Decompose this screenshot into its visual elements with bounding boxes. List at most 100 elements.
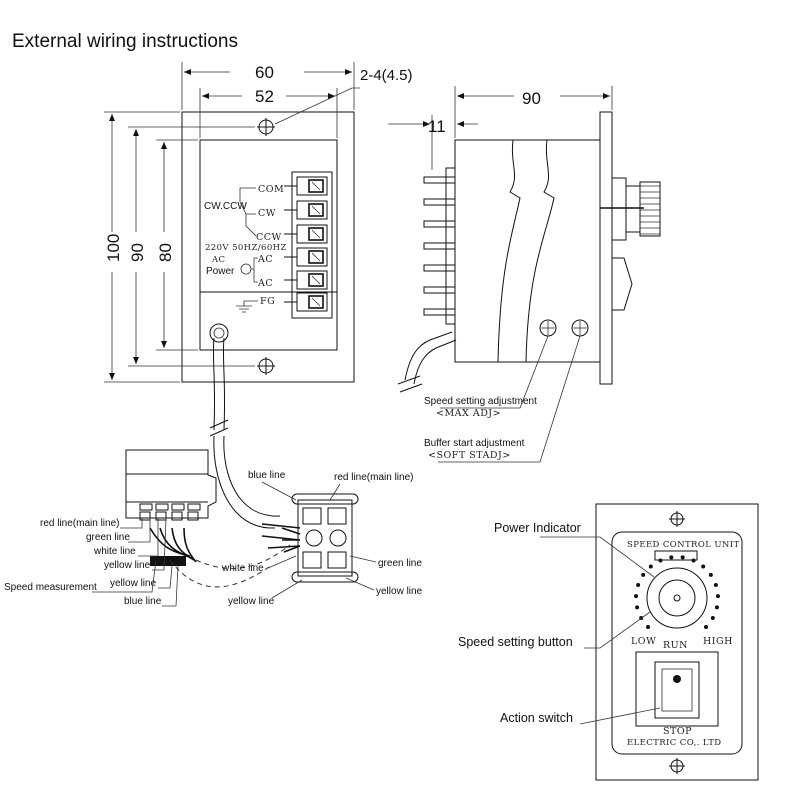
speed-dial-knob[interactable] bbox=[658, 579, 696, 617]
callout-speed-button: Speed setting button bbox=[458, 635, 573, 649]
cable-break bbox=[209, 419, 229, 437]
label-red-line-main: red line(main line) bbox=[40, 518, 119, 529]
mount-hole-bottom bbox=[257, 357, 275, 375]
front-view: COM CW CCW AC AC FG 220V 50HZ/60HZ AC Po… bbox=[104, 62, 413, 437]
label-green-line: green line bbox=[86, 532, 130, 543]
leader-buffer-adj bbox=[438, 335, 581, 463]
callout-action-switch: Action switch bbox=[500, 711, 573, 725]
terminal-label-ccw: CCW bbox=[256, 232, 282, 243]
sensor-pin-2 bbox=[155, 511, 167, 521]
label-yellow-line-2: yellow line bbox=[110, 578, 157, 589]
dial-dot-16 bbox=[714, 605, 719, 610]
action-switch-frame bbox=[635, 651, 719, 727]
dim-height-outer: 100 bbox=[104, 234, 123, 262]
side-pin-4 bbox=[423, 242, 456, 250]
dim-holes: 2-4(4.5) bbox=[360, 67, 413, 84]
dial-dot-8 bbox=[658, 558, 663, 563]
terminal-leads bbox=[284, 185, 297, 303]
speed-control-panel: SPEED CONTROL UNIT LOW HIGH RUN STOP ELE… bbox=[458, 503, 759, 781]
action-switch-rocker bbox=[661, 668, 693, 712]
terminal-label-fg: FG bbox=[260, 296, 275, 307]
dim-offset: 11 bbox=[428, 117, 446, 136]
speed-adj-code: <MAX ADJ> bbox=[436, 408, 501, 419]
sensor-pins bbox=[139, 503, 201, 521]
dial-dot-10 bbox=[680, 555, 685, 560]
dim-height-mid: 90 bbox=[128, 243, 147, 262]
side-pin-6 bbox=[423, 286, 456, 294]
power-leads bbox=[251, 257, 258, 283]
terminal-screw-4 bbox=[308, 250, 324, 264]
power-label: Power bbox=[206, 266, 235, 277]
sensor-pin-4 bbox=[187, 511, 199, 521]
front-body bbox=[199, 139, 338, 351]
power-indicator-led bbox=[654, 550, 698, 561]
terminal-label-com: COM bbox=[258, 184, 284, 195]
power-symbol bbox=[240, 263, 252, 275]
dial-dot-14 bbox=[713, 582, 718, 587]
cw-ccw-label: CW.CCW bbox=[204, 201, 247, 212]
dashed-harness bbox=[195, 544, 291, 569]
sensor-pin-1 bbox=[139, 511, 151, 521]
label-speed-measurement: Speed measurement bbox=[4, 582, 97, 593]
dial-dot-7 bbox=[648, 564, 653, 569]
dial-dot-18 bbox=[703, 624, 708, 629]
sensor-connector bbox=[125, 449, 217, 519]
side-break-left bbox=[497, 139, 521, 363]
sensor-pin-3 bbox=[171, 511, 183, 521]
terminal-screw-2 bbox=[308, 203, 324, 217]
dim-height-inner: 80 bbox=[156, 243, 175, 262]
cable-left bbox=[212, 337, 216, 431]
label-blue-line: blue line bbox=[124, 596, 162, 607]
leader-speed-adj bbox=[440, 335, 549, 409]
speed-dial-center bbox=[673, 594, 681, 602]
panel-hole-bottom bbox=[669, 758, 685, 774]
side-pin-3 bbox=[423, 220, 456, 228]
cw-ccw-bracket bbox=[239, 187, 257, 237]
dim-width-outer: 60 bbox=[255, 63, 274, 82]
speed-dial-scale bbox=[634, 555, 720, 629]
dial-high-label: HIGH bbox=[703, 636, 733, 647]
side-break-right bbox=[525, 139, 555, 363]
terminal-screw-6 bbox=[308, 295, 324, 309]
label-plug-yellow-right: yellow line bbox=[376, 586, 423, 597]
side-pin-1 bbox=[423, 176, 456, 184]
side-pin-5 bbox=[423, 264, 456, 272]
buffer-adj-code: <SOFT STADJ> bbox=[428, 450, 511, 461]
dial-dot-12 bbox=[701, 564, 706, 569]
dial-dot-9 bbox=[669, 555, 674, 560]
terminal-screw-5 bbox=[308, 273, 324, 287]
action-switch[interactable] bbox=[654, 661, 700, 719]
buffer-adj-label: Buffer start adjustment bbox=[424, 438, 525, 449]
leader-speed-button bbox=[584, 611, 651, 649]
connector-area: red line(main line) green line white lin… bbox=[4, 435, 423, 607]
side-knob bbox=[639, 181, 661, 237]
wire-crimp bbox=[150, 556, 186, 566]
dial-dot-17 bbox=[710, 615, 715, 620]
switch-stop-label: STOP bbox=[663, 726, 692, 737]
dial-dot-4 bbox=[634, 594, 639, 599]
side-cable-break bbox=[397, 375, 423, 393]
action-switch-dot bbox=[673, 675, 681, 683]
cable-grommet bbox=[209, 323, 229, 343]
speed-dial-outer[interactable] bbox=[646, 567, 708, 629]
label-plug-yellow-left: yellow line bbox=[228, 596, 275, 607]
dial-dot-1 bbox=[646, 624, 651, 629]
cable-right bbox=[222, 337, 226, 431]
dial-dot-15 bbox=[715, 594, 720, 599]
power-rating: 220V 50HZ/60HZ bbox=[205, 243, 287, 253]
leader-action-switch bbox=[579, 707, 661, 725]
side-knob-base bbox=[611, 177, 627, 241]
terminal-label-ac-2: AC bbox=[257, 278, 273, 289]
speed-adj-label: Speed setting adjustment bbox=[424, 396, 537, 407]
dial-dot-6 bbox=[641, 572, 646, 577]
label-plug-blue: blue line bbox=[248, 470, 286, 481]
trimmer-soft-adj bbox=[571, 319, 589, 337]
panel-header: SPEED CONTROL UNIT bbox=[627, 540, 740, 550]
panel-footer: ELECTRIC CO,. LTD bbox=[627, 738, 722, 748]
ac-label: AC bbox=[211, 255, 225, 265]
cable-grommet-inner bbox=[213, 327, 225, 339]
dial-dot-13 bbox=[708, 572, 713, 577]
dial-dot-3 bbox=[635, 605, 640, 610]
